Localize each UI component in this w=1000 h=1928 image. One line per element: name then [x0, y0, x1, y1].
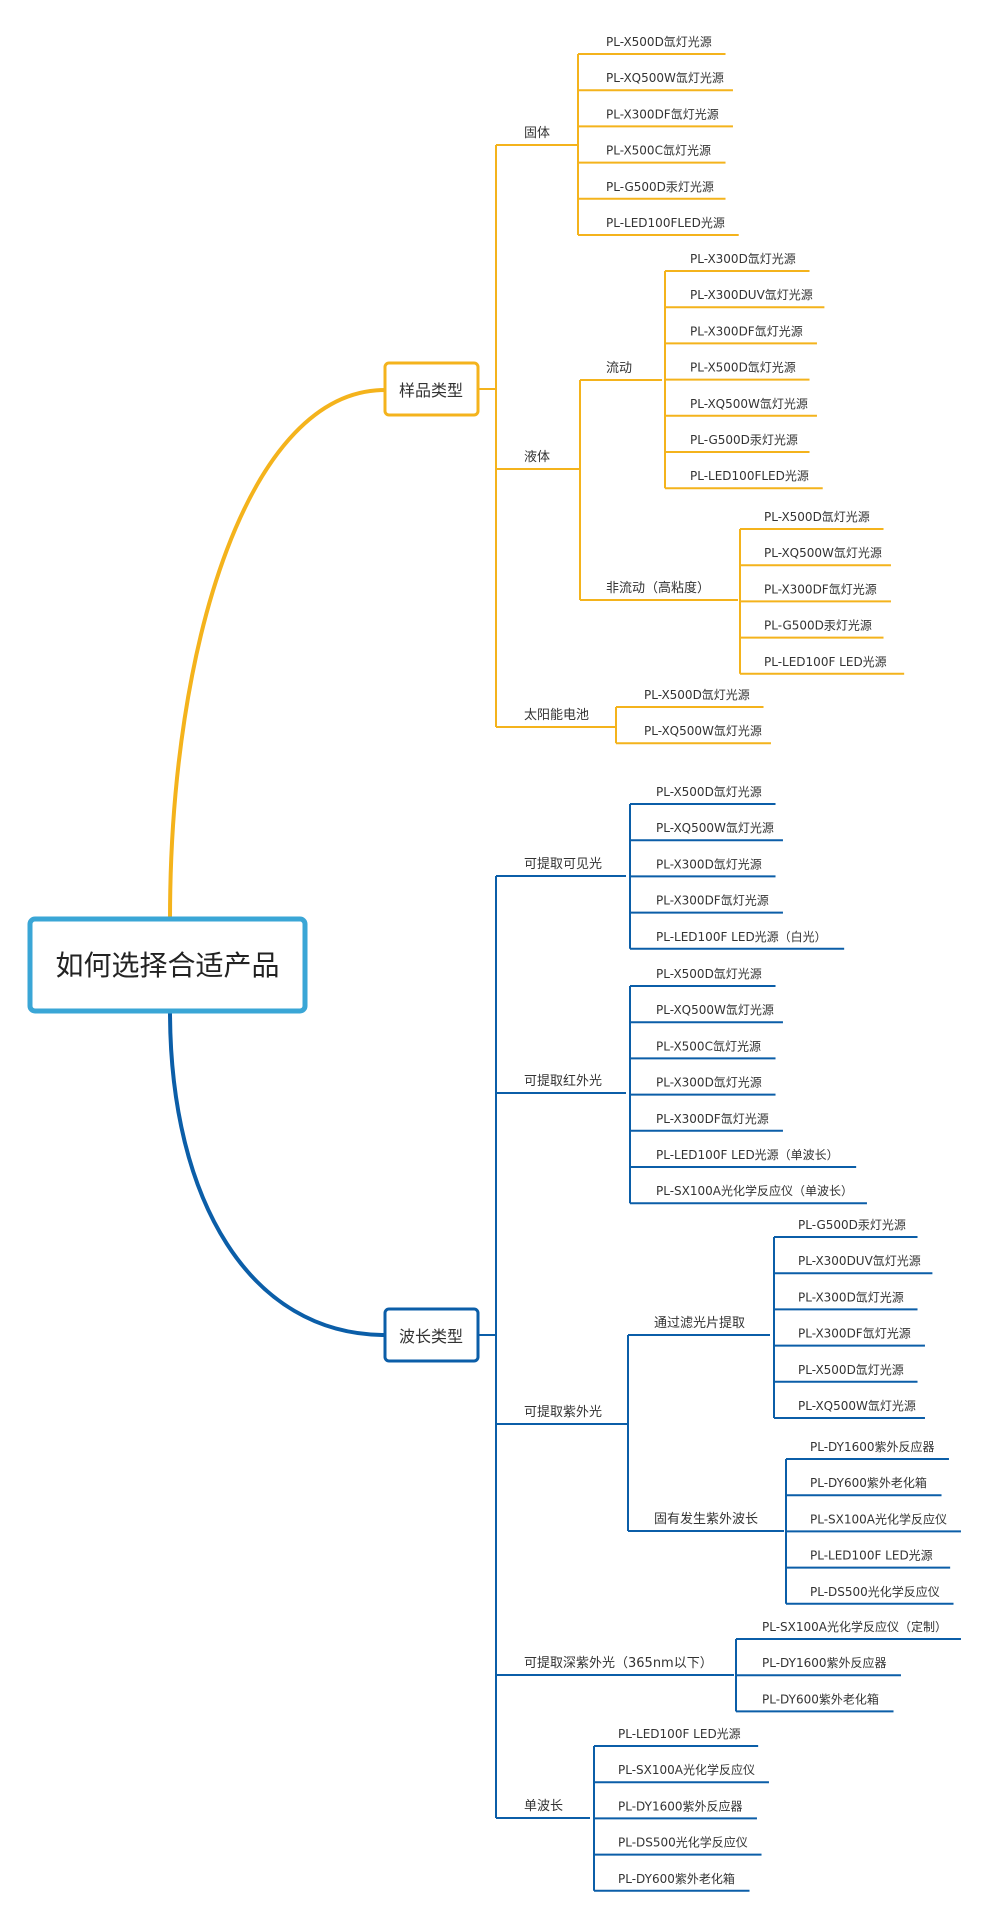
leaf-product-label: PL-X300DF氙灯光源	[690, 324, 803, 338]
leaf-product-label: PL-SX100A光化学反应仪	[618, 1762, 755, 1777]
root-node-label: 如何选择合适产品	[55, 949, 279, 982]
leaf-product-label: PL-X300DF氙灯光源	[764, 582, 877, 596]
sub-branch-label: 固有发生紫外波长	[654, 1511, 758, 1527]
leaf-product-label: PL-DY600紫外老化箱	[762, 1691, 879, 1706]
sub-branch-label: 可提取红外光	[524, 1073, 602, 1089]
leaf-product-label: PL-DY1600紫外反应器	[618, 1798, 743, 1813]
leaf-product-label: PL-SX100A光化学反应仪（定制）	[762, 1619, 947, 1634]
leaf-product-label: PL-DY1600紫外反应器	[810, 1439, 935, 1454]
leaf-product-label: PL-DY600紫外老化箱	[810, 1475, 927, 1490]
leaf-product-label: PL-SX100A光化学反应仪（单波长）	[656, 1183, 853, 1198]
leaf-product-label: PL-LED100F LED光源	[618, 1727, 741, 1741]
leaf-product-label: PL-X300DF氙灯光源	[798, 1327, 911, 1341]
leaf-product-label: PL-G500D汞灯光源	[690, 433, 798, 447]
branch-node-label: 样品类型	[399, 381, 463, 400]
sub-branch-label: 可提取深紫外光（365nm以下）	[524, 1655, 713, 1671]
leaf-product-label: PL-DY600紫外老化箱	[618, 1871, 735, 1886]
leaf-product-label: PL-SX100A光化学反应仪	[810, 1511, 947, 1526]
leaf-product-label: PL-X500D氙灯光源	[656, 967, 762, 981]
leaf-product-label: PL-DS500光化学反应仪	[618, 1835, 748, 1850]
leaf-product-label: PL-XQ500W氙灯光源	[656, 1003, 774, 1017]
leaf-product-label: PL-XQ500W氙灯光源	[690, 397, 808, 411]
branch-node-label: 波长类型	[399, 1327, 463, 1346]
leaf-product-label: PL-LED100F LED光源（单波长）	[656, 1148, 839, 1162]
sub-branch-label: 通过滤光片提取	[654, 1315, 745, 1331]
leaf-product-label: PL-X300D氙灯光源	[798, 1290, 904, 1304]
sub-branch-label: 单波长	[524, 1799, 563, 1814]
main-branch-curve	[168, 1010, 386, 1337]
leaf-product-label: PL-X500D氙灯光源	[644, 688, 750, 702]
leaf-product-label: PL-DY1600紫外反应器	[762, 1655, 887, 1670]
sub-branch-label: 太阳能电池	[524, 708, 589, 723]
leaf-product-label: PL-LED100FLED光源	[606, 216, 725, 230]
leaf-product-label: PL-LED100FLED光源	[690, 469, 809, 483]
sub-branch-label: 液体	[524, 450, 550, 465]
leaf-product-label: PL-LED100F LED光源（白光）	[656, 929, 827, 944]
leaf-product-label: PL-X500C氙灯光源	[656, 1039, 761, 1053]
leaf-product-label: PL-X300DF氙灯光源	[656, 1112, 769, 1126]
branch-node-box	[383, 361, 480, 417]
leaf-product-label: PL-XQ500W氙灯光源	[764, 546, 882, 560]
leaf-product-label: PL-G500D汞灯光源	[606, 180, 714, 194]
leaf-product-label: PL-X500C氙灯光源	[606, 144, 711, 158]
sub-branch-label: 可提取紫外光	[524, 1404, 602, 1420]
leaf-product-label: PL-XQ500W氙灯光源	[606, 71, 724, 85]
branch-node-box	[383, 1307, 480, 1363]
leaf-product-label: PL-X500D氙灯光源	[606, 35, 712, 49]
leaf-product-label: PL-X300D氙灯光源	[656, 857, 762, 871]
leaf-product-label: PL-X300DUV氙灯光源	[798, 1254, 921, 1268]
leaf-product-label: PL-X300D氙灯光源	[656, 1076, 762, 1090]
leaf-product-label: PL-DS500光化学反应仪	[810, 1584, 940, 1599]
leaf-product-label: PL-XQ500W氙灯光源	[656, 821, 774, 835]
sub-branch-label: 非流动（高粘度）	[606, 580, 710, 596]
connector-lines	[168, 53, 961, 1892]
sub-branch-label: 可提取可见光	[524, 856, 602, 872]
leaf-product-label: PL-X500D氙灯光源	[764, 510, 870, 524]
leaf-product-label: PL-LED100F LED光源	[764, 655, 887, 669]
root-node-box	[27, 916, 308, 1014]
leaf-product-label: PL-X500D氙灯光源	[798, 1363, 904, 1377]
leaf-product-label: PL-X300D氙灯光源	[690, 252, 796, 266]
leaf-product-label: PL-XQ500W氙灯光源	[798, 1399, 916, 1413]
leaf-product-label: PL-X300DUV氙灯光源	[690, 288, 813, 302]
leaf-product-label: PL-X500D氙灯光源	[656, 785, 762, 799]
leaf-product-label: PL-LED100F LED光源	[810, 1549, 933, 1563]
sub-branch-label: 流动	[606, 361, 632, 376]
leaf-product-label: PL-X500D氙灯光源	[690, 361, 796, 375]
main-branch-curve	[168, 388, 386, 920]
leaf-product-label: PL-XQ500W氙灯光源	[644, 724, 762, 738]
sub-branch-label: 固体	[524, 126, 550, 141]
leaf-product-label: PL-X300DF氙灯光源	[606, 107, 719, 121]
leaf-product-label: PL-X300DF氙灯光源	[656, 894, 769, 908]
mindmap-nodes: 如何选择合适产品 样品类型 固体 PL-X500D氙灯光源 PL-XQ500W氙灯光源 P…	[27, 35, 947, 1886]
leaf-product-label: PL-G500D汞灯光源	[764, 619, 872, 633]
leaf-product-label: PL-G500D汞灯光源	[798, 1218, 906, 1232]
